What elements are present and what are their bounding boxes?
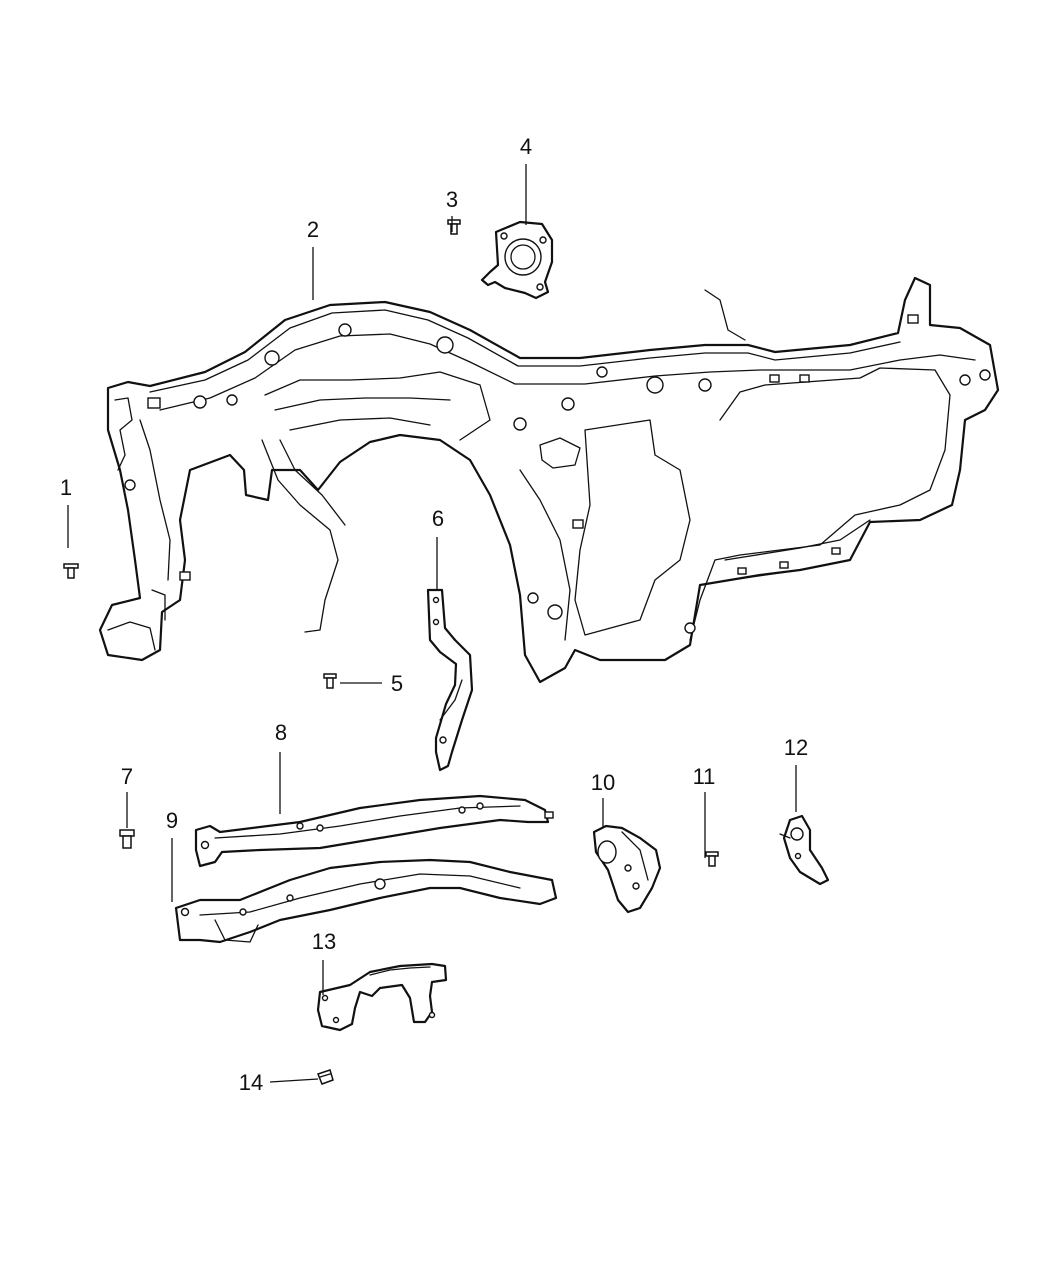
leader-14: [269, 1078, 319, 1083]
callout-2: 2: [306, 217, 320, 242]
callout-11: 11: [692, 764, 716, 789]
part-12-bracket: [779, 814, 830, 886]
callout-13: 13: [311, 929, 337, 954]
callout-10: 10: [590, 770, 616, 795]
callout-14: 14: [238, 1070, 264, 1095]
callout-6: 6: [431, 506, 445, 531]
part-13-bracket: [316, 962, 448, 1032]
part-5-bolt: [323, 673, 337, 689]
callout-8: 8: [274, 720, 288, 745]
callout-4: 4: [519, 134, 533, 159]
part-6-support-bracket: [426, 588, 474, 772]
callout-1: 1: [59, 475, 73, 500]
callout-9: 9: [165, 808, 179, 833]
part-14-clip: [317, 1069, 334, 1085]
part-3-bolt: [447, 219, 461, 235]
part-2-cross-car-beam: [98, 276, 1000, 684]
leader-lines: [67, 164, 797, 1083]
callout-12: 12: [783, 735, 809, 760]
callout-7: 7: [120, 764, 134, 789]
part-8-brace: [194, 794, 554, 868]
part-11-bolt: [705, 851, 719, 867]
part-4-bracket: [480, 220, 554, 300]
callout-3: 3: [445, 187, 459, 212]
part-7-bolt: [119, 829, 135, 849]
part-10-bracket: [592, 824, 662, 914]
part-1-bolt: [63, 563, 79, 579]
callout-5: 5: [390, 671, 404, 696]
part-9-brace: [174, 858, 558, 944]
